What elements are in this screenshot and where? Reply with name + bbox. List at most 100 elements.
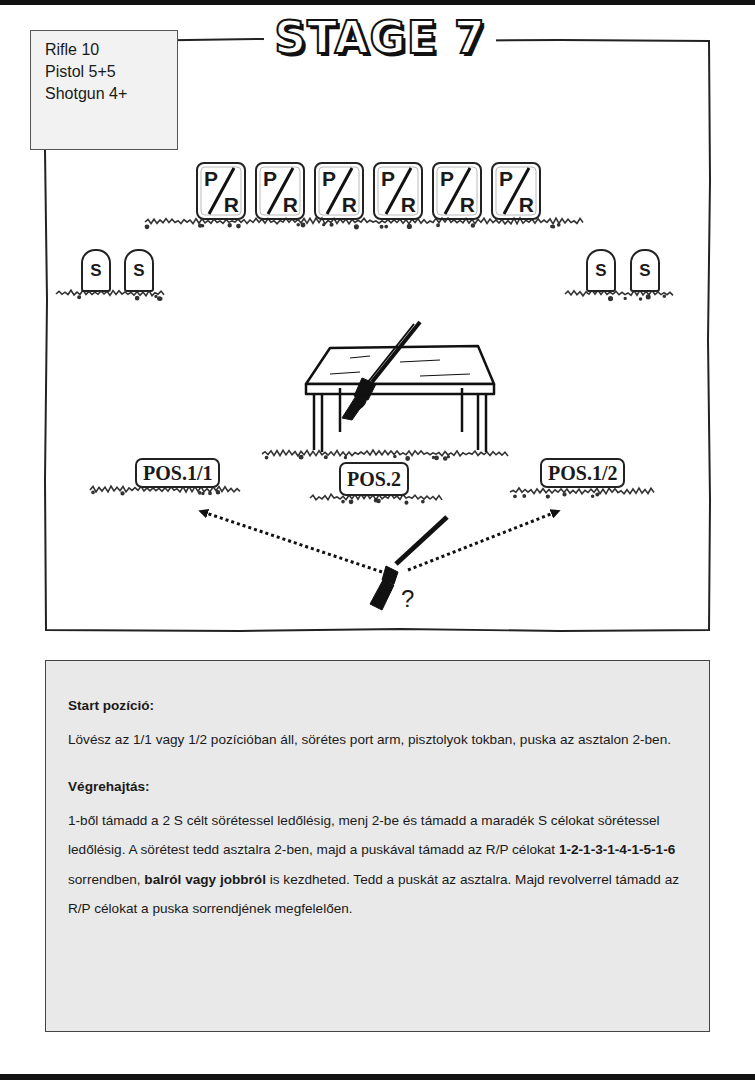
rifle-pistol-target: PR <box>373 162 423 220</box>
ground-speck <box>433 456 435 458</box>
ground-speck <box>199 492 201 494</box>
ground-speck <box>355 225 359 229</box>
target-inner-border <box>260 167 300 215</box>
position-box: POS.1/1 <box>135 458 220 488</box>
section-heading: Start pozíció: <box>68 691 687 721</box>
target-letter: P <box>322 168 336 189</box>
position-label: POS.1/1 <box>143 462 212 485</box>
ground-speck <box>558 224 560 226</box>
position-label: POS.1/2 <box>548 462 617 485</box>
ground-speck <box>342 501 344 503</box>
ground-speck <box>209 492 211 494</box>
description-panel: Start pozíció: Lövész az 1/1 vagy 1/2 poz… <box>45 660 710 1032</box>
ground-speck <box>349 500 352 503</box>
position-label: POS.2 <box>347 468 401 491</box>
position-box: POS.1/2 <box>540 458 625 488</box>
target-slashes <box>201 167 536 215</box>
stage-title: STAGE 7 <box>200 8 560 68</box>
paragraph: Lövész az 1/1 vagy 1/2 pozícióban áll, s… <box>68 725 687 755</box>
ground-speck <box>448 456 450 458</box>
target-letter: S <box>639 261 650 281</box>
ground-speck <box>301 223 304 226</box>
ground-scribbles <box>56 218 673 504</box>
ground-speck <box>202 493 204 495</box>
rifle-pistol-target: PR <box>255 162 305 220</box>
body-text: sorrendben, <box>68 872 141 887</box>
ground-speck <box>265 456 267 458</box>
target-letter: R <box>401 194 416 215</box>
ground-speck <box>325 456 327 458</box>
ground-speck <box>345 457 347 459</box>
target-letter: R <box>519 194 534 215</box>
target-letter: S <box>595 261 606 281</box>
rifle <box>342 322 420 420</box>
shotgun-target: S <box>586 249 616 292</box>
ground-speck <box>406 457 409 460</box>
ground-speck <box>380 226 382 228</box>
emphasis-text: balról vagy jobbról <box>144 872 266 887</box>
target-letter: S <box>133 261 144 281</box>
ground-speck <box>408 225 412 229</box>
ground-line <box>510 488 654 494</box>
ground-speck <box>552 226 554 228</box>
ground-speck <box>297 224 299 226</box>
target-letter: R <box>460 194 475 215</box>
ground-speck <box>394 455 396 457</box>
ground-speck <box>437 224 439 226</box>
rifle-pistol-target: PR <box>432 162 482 220</box>
ground-speck <box>640 298 642 300</box>
target-inner-border <box>378 167 418 215</box>
section-heading: Végrehajtás: <box>68 772 687 802</box>
ground-speck <box>514 495 516 497</box>
question-mark: ? <box>401 585 414 613</box>
ground-speck <box>78 296 80 298</box>
top-bar <box>0 0 755 5</box>
ground-speck <box>563 493 566 496</box>
target-letter: R <box>342 194 357 215</box>
shotgun-target: S <box>81 249 111 292</box>
target-inner-border <box>496 167 536 215</box>
ground-speck <box>121 492 124 495</box>
ground-speck <box>609 297 613 301</box>
ground-speck <box>330 223 333 226</box>
rifle-pistol-target: PR <box>196 162 246 220</box>
ground-speck <box>136 297 139 300</box>
ground-speck <box>647 295 650 298</box>
ground-speck <box>624 298 626 300</box>
ground-speck <box>385 226 387 228</box>
ground-speck <box>199 224 202 227</box>
ground-speck <box>92 491 94 493</box>
ground-speck <box>405 501 407 503</box>
target-inner-border <box>319 167 359 215</box>
ground-speck <box>159 298 162 301</box>
bottom-bar <box>0 1074 755 1080</box>
target-letter: P <box>440 168 454 189</box>
round-count-box: Rifle 10Pistol 5+5Shotgun 4+ <box>30 30 178 150</box>
target-inner-border <box>437 167 477 215</box>
ground-speck <box>228 224 231 227</box>
ground-speck <box>299 456 302 459</box>
rifle-pistol-target: PR <box>491 162 541 220</box>
rifle-pistol-target: PR <box>314 162 364 220</box>
emphasis-text: 1-2-1-3-1-4-1-5-1-6 <box>559 842 675 857</box>
title-text: STAGE 7 <box>264 8 495 68</box>
ground-speck <box>422 500 424 502</box>
target-letter: P <box>499 168 513 189</box>
ground-speck <box>145 225 148 228</box>
ground-speck <box>592 495 594 497</box>
shotgun-target: S <box>124 249 154 292</box>
dotted-arrows <box>203 512 556 572</box>
table <box>306 346 494 452</box>
ground-speck <box>471 224 474 227</box>
target-letter: R <box>224 194 239 215</box>
paragraph: 1-ből támadd a 2 S célt sörétessel ledől… <box>68 806 687 924</box>
ground-speck <box>155 295 157 297</box>
ground-speck <box>237 225 240 228</box>
count-line: Rifle 10 <box>45 39 163 61</box>
target-letter: S <box>90 261 101 281</box>
shotgun-target: S <box>630 249 660 292</box>
position-box: POS.2 <box>339 462 409 496</box>
target-inner-border <box>201 167 241 215</box>
count-line: Shotgun 4+ <box>45 83 163 105</box>
target-letter: P <box>263 168 277 189</box>
